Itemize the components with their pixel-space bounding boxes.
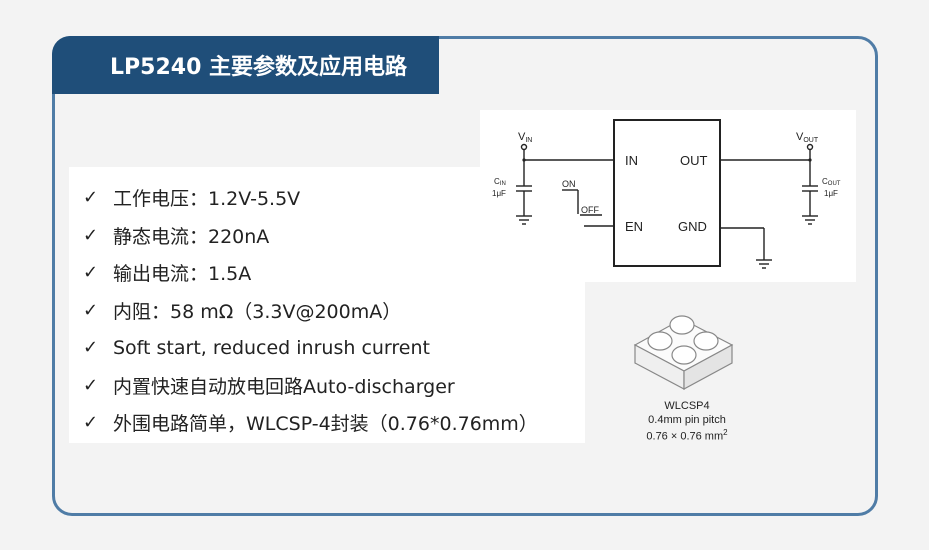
feature-item: ✓ 外围电路简单，WLCSP-4封装（0.76*0.76mm） — [69, 404, 585, 442]
check-icon: ✓ — [83, 262, 99, 284]
pin-en-label: EN — [625, 219, 643, 234]
cin-value: 1μF — [492, 189, 506, 198]
wlcsp-package-illustration — [620, 303, 770, 453]
feature-text: 静态电流：220nA — [113, 225, 270, 248]
solder-ball — [671, 345, 697, 365]
feature-item: ✓ 输出电流：1.5A — [69, 254, 585, 292]
vout-label: VOUT — [796, 131, 819, 144]
vin-label: VIN — [518, 131, 532, 144]
feature-item: ✓ 内阻：58 mΩ（3.3V@200mA） — [69, 292, 585, 330]
cin-label: CIN — [494, 177, 506, 187]
check-icon: ✓ — [83, 337, 99, 359]
check-icon: ✓ — [83, 374, 99, 396]
feature-text: 内阻：58 mΩ（3.3V@200mA） — [113, 300, 402, 323]
feature-text: 外围电路简单，WLCSP-4封装（0.76*0.76mm） — [113, 413, 538, 436]
pin-gnd-label: GND — [678, 219, 707, 234]
feature-item: ✓ 工作电压：1.2V-5.5V — [69, 179, 585, 217]
feature-text: 输出电流：1.5A — [113, 263, 252, 286]
solder-ball — [693, 331, 719, 351]
solder-ball — [669, 315, 695, 335]
feature-text: 内置快速自动放电回路Auto-discharger — [113, 375, 455, 398]
check-icon: ✓ — [83, 412, 99, 434]
check-icon: ✓ — [83, 187, 99, 209]
cout-label: COUT — [822, 177, 841, 187]
application-circuit: IN OUT EN GND VIN CIN 1μF ON OFF VOUT — [480, 110, 856, 282]
ic-body — [613, 119, 721, 267]
check-icon: ✓ — [83, 299, 99, 321]
check-icon: ✓ — [83, 224, 99, 246]
pin-in-label: IN — [625, 153, 638, 168]
solder-ball — [647, 331, 673, 351]
feature-item: ✓ 内置快速自动放电回路Auto-discharger — [69, 367, 585, 405]
title-bar: LP5240 主要参数及应用电路 — [52, 36, 439, 94]
cout-value: 1μF — [824, 189, 838, 198]
package-pitch: 0.4mm pin pitch — [648, 414, 726, 426]
vout-terminal — [806, 143, 814, 151]
package-size: 0.76 × 0.76 mm2 — [646, 428, 728, 443]
page-title: LP5240 主要参数及应用电路 — [110, 55, 408, 80]
pin-out-label: OUT — [680, 153, 708, 168]
switch-on-label: ON — [562, 179, 576, 189]
feature-item: ✓ Soft start, reduced inrush current — [69, 329, 585, 367]
feature-text: Soft start, reduced inrush current — [113, 336, 430, 359]
package-name: WLCSP4 — [664, 400, 710, 412]
switch-off-label: OFF — [581, 205, 599, 215]
feature-text: 工作电压：1.2V-5.5V — [113, 188, 301, 211]
vin-terminal — [520, 143, 528, 151]
feature-item: ✓ 静态电流：220nA — [69, 217, 585, 255]
